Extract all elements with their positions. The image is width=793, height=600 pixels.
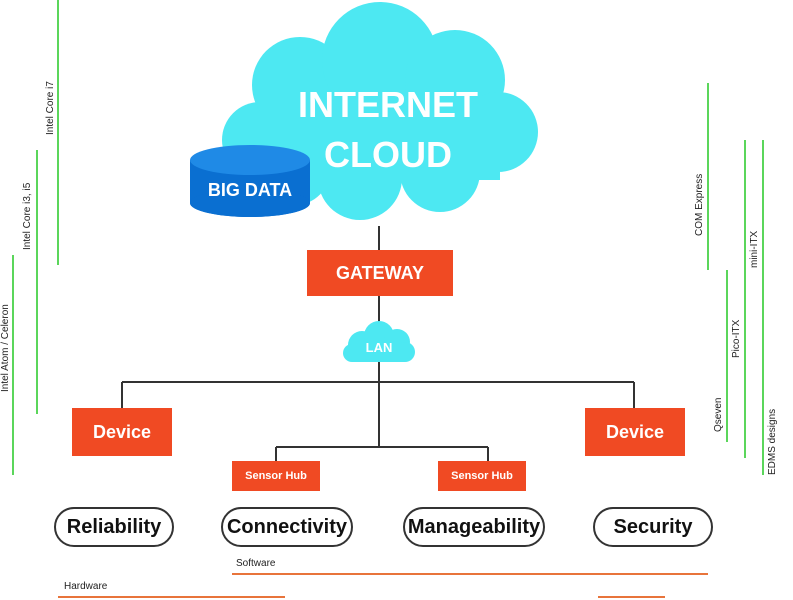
hardware-layer-label: Hardware	[64, 581, 108, 592]
sensor-hub-box-right[interactable]: Sensor Hub	[438, 461, 526, 491]
lan-label: LAN	[365, 340, 393, 355]
internet-cloud-title-line1: INTERNET	[298, 84, 478, 125]
ff-label-pico-itx: Pico-ITX	[731, 319, 742, 358]
device-box-right[interactable]: Device	[585, 408, 685, 456]
pillar-connectivity: Connectivity	[221, 507, 353, 547]
gateway-box[interactable]: GATEWAY	[307, 250, 453, 296]
cpu-label-core-i7: Intel Core i7	[45, 81, 56, 135]
internet-cloud-title-line2: CLOUD	[324, 134, 452, 175]
software-layer-label: Software	[236, 558, 276, 569]
pillar-security: Security	[593, 507, 713, 547]
sensor-hub-box-left[interactable]: Sensor Hub	[232, 461, 320, 491]
ff-label-mini-itx: mini-ITX	[749, 230, 760, 268]
internet-cloud-shape	[222, 2, 538, 220]
cpu-label-core-i3-i5: Intel Core i3, i5	[22, 182, 33, 250]
pillar-manageability: Manageability	[403, 507, 545, 547]
lan-cloud-icon	[343, 321, 415, 362]
ff-label-edms-designs: EDMS designs	[767, 408, 778, 475]
ff-label-com-express: COM Express	[694, 173, 705, 236]
device-box-left[interactable]: Device	[72, 408, 172, 456]
pillar-reliability: Reliability	[54, 507, 174, 547]
ff-label-qseven: Qseven	[713, 397, 724, 432]
big-data-database-icon	[190, 145, 310, 217]
big-data-label: BIG DATA	[207, 180, 293, 200]
cpu-label-atom-celeron: Intel Atom / Celeron	[0, 304, 11, 392]
